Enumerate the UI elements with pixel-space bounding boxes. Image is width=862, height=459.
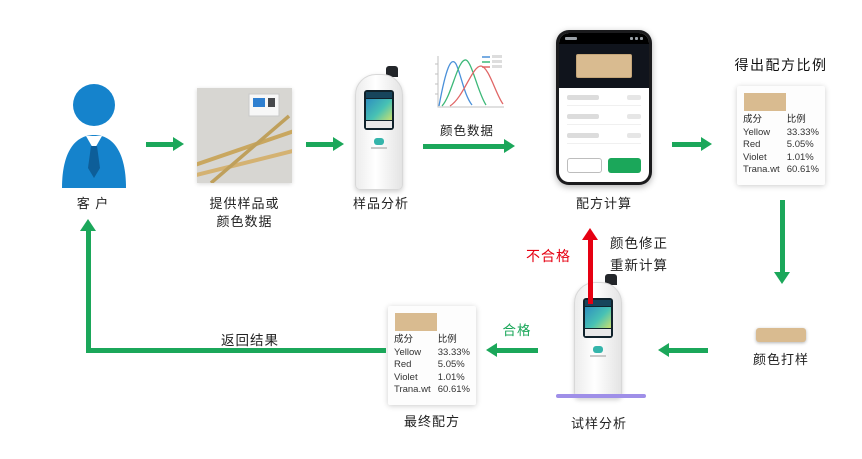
device-cap [386,66,398,77]
retest-spectrophotometer-device [574,274,624,400]
arrow-result-to-proof [774,200,790,284]
phone-mockup [556,30,652,185]
return-path-vertical [86,231,91,353]
revise-label-line1: 颜色修正 [610,236,668,251]
col-header-ratio: 比例 [437,334,457,345]
signal-icon [630,37,633,40]
formula-calc-label: 配方计算 [575,196,632,211]
revise-label-line2: 重新计算 [610,258,668,273]
device-brand-icon [593,346,603,353]
table-row: Yellow 33.33% [394,346,470,358]
measured-color-swatch [576,54,632,78]
spectral-curves-chart [435,55,504,108]
arrow-sample-to-analysis [306,137,344,151]
phone-color-panel [559,44,649,88]
fail-label: 不合格 [526,248,571,264]
retest-base-stand [556,394,646,398]
phone-result-list [559,88,649,158]
return-arrowhead-up [80,219,96,231]
table-row: Violet 1.01% [394,371,465,383]
retest-analysis-label: 试样分析 [570,416,627,431]
customer-person-icon [62,84,126,188]
formula-card-final: 成分 比例 Yellow 33.33% Red 5.05% Violet 1.0… [388,306,476,405]
proof-color-swatch [756,328,806,342]
result-title: 得出配方比例 [734,57,828,73]
pass-label: 合格 [502,323,532,338]
phone-status-bar [559,33,649,44]
color-data-label: 颜色数据 [439,124,494,138]
arrow-retest-to-calc-fail [582,228,598,304]
wifi-icon [635,37,638,40]
color-swatch [744,93,786,111]
list-item [567,114,641,125]
arrow-proof-to-retest [658,343,708,357]
sample-label-line2: 颜色数据 [216,214,273,229]
chart-legend [482,55,502,68]
arrow-customer-to-sample [146,137,184,151]
table-row: Red 5.05% [743,139,814,150]
list-item [567,95,641,106]
col-header-component: 成分 [394,334,414,345]
table-row: Violet 1.01% [743,151,814,163]
formula-card-result: 成分 比例 Yellow 33.33% Red 5.05% Violet 1.0… [737,86,825,185]
formula-table: 成分 比例 Yellow 33.33% Red 5.05% Violet 1.0… [743,115,819,178]
device-cap [605,274,617,285]
arrow-calc-to-result [672,137,712,151]
arrow-analysis-to-calc [423,139,515,153]
arrow-retest-to-final [486,343,538,357]
color-proof-label: 颜色打样 [752,352,809,367]
device-screen [364,90,394,130]
formula-table: 成分 比例 Yellow 33.33% Red 5.05% Violet 1.0… [394,335,470,398]
device-brand-icon [374,138,384,145]
list-item [567,133,641,144]
return-path-horizontal [86,348,386,353]
table-row: Trana.wt 60.61% [394,384,470,395]
spectrophotometer-device [355,66,405,192]
battery-icon [640,37,643,40]
table-row: Yellow 33.33% [743,126,819,138]
sample-analysis-label: 样品分析 [352,196,409,211]
phone-button-primary [608,158,641,173]
customer-label: 客 户 [76,196,110,211]
sample-label-line1: 提供样品或 [209,196,280,211]
phone-button-secondary [567,158,602,173]
col-header-ratio: 比例 [786,114,806,125]
device-screen [583,298,613,338]
table-row: Trana.wt 60.61% [743,164,819,175]
final-formula-label: 最终配方 [403,414,460,429]
sample-photo [197,88,292,183]
return-result-label: 返回结果 [221,333,279,348]
table-row: Red 5.05% [394,359,465,370]
color-swatch [395,313,437,331]
col-header-component: 成分 [743,114,763,125]
